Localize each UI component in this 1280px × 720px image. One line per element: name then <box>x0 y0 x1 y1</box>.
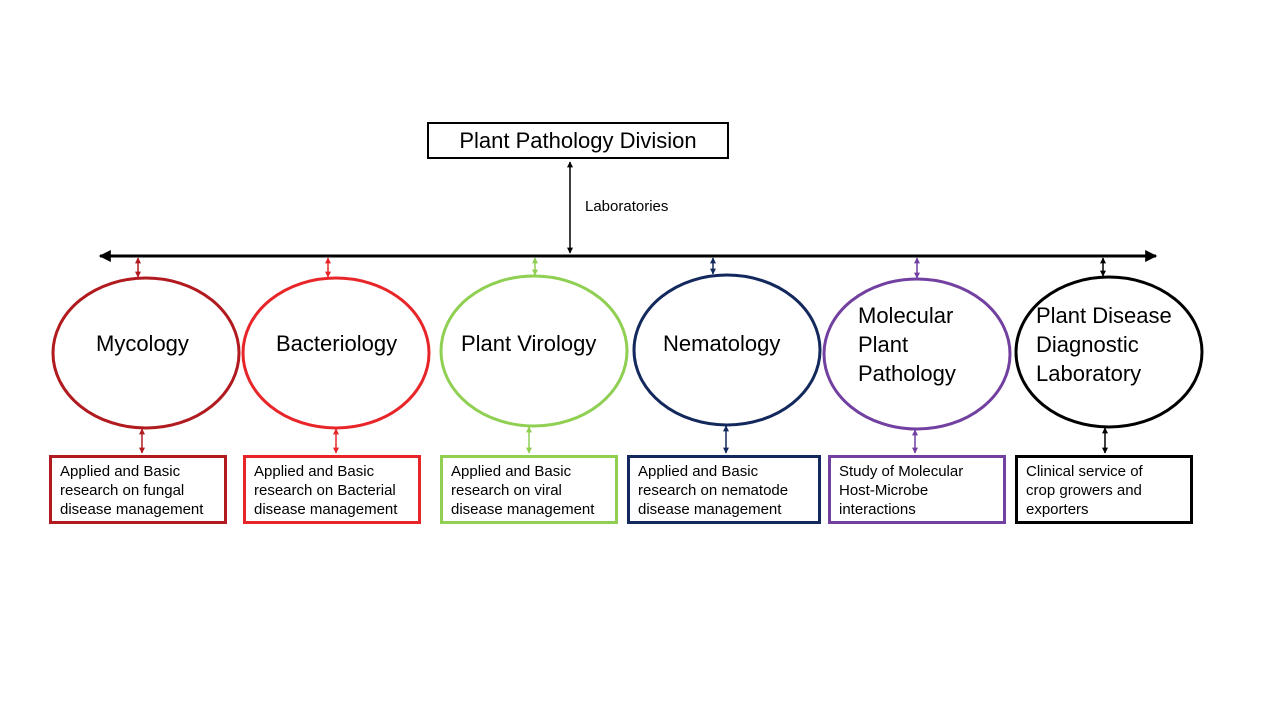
lab-name-line: Diagnostic <box>1036 332 1139 357</box>
lab-description-line: interactions <box>839 501 916 518</box>
lab-name: Bacteriology <box>276 329 397 358</box>
lab-name: Mycology <box>96 329 189 358</box>
lab-name: Nematology <box>663 329 780 358</box>
lab-description-line: Study of Molecular <box>839 463 964 480</box>
lab-description-line: Host-Microbe <box>839 482 929 499</box>
lab-ellipse <box>439 274 629 428</box>
lab-name-line: Bacteriology <box>276 331 398 356</box>
lab-description-line: crop growers and <box>1026 482 1142 499</box>
lab-description-box: Applied and Basic research on viral diseas… <box>440 455 618 524</box>
lab-description-line: research on Bacterial <box>254 482 396 499</box>
lab-name-line: Laboratory <box>1036 361 1142 386</box>
lab-description-line: research on viral <box>451 482 562 499</box>
lab-name-line: Molecular <box>858 303 954 328</box>
division-title-box: Plant Pathology Division <box>427 122 729 159</box>
lab-description-box: Applied and Basic research on fungal disea… <box>49 455 227 524</box>
lab-description-line: disease management <box>451 501 595 518</box>
lab-ellipse <box>822 277 1012 431</box>
lab-ellipse <box>51 276 241 430</box>
lab-description-box: Clinical service of crop growers and expor… <box>1015 455 1193 524</box>
lab-description-line: research on fungal <box>60 482 185 499</box>
lab-ellipse <box>632 273 822 427</box>
lab-name-line: Pathology <box>858 361 956 386</box>
lab-description-line: disease management <box>254 501 398 518</box>
lab-description-line: Applied and Basic <box>638 463 759 480</box>
lab-description-box: Applied and Basic research on nematode dis… <box>627 455 821 524</box>
lab-description-line: Applied and Basic <box>254 463 375 480</box>
lab-name-line: Mycology <box>96 331 189 356</box>
lab-ellipse <box>1014 275 1204 429</box>
lab-description-line: exporters <box>1026 501 1089 518</box>
lab-name-line: Nematology <box>663 331 781 356</box>
lab-name-line: Plant Virology <box>461 331 597 356</box>
laboratories-label: Laboratories <box>585 198 669 215</box>
lab-description-line: Clinical service of <box>1026 463 1143 480</box>
division-title: Plant Pathology Division <box>459 127 697 153</box>
lab-name-line: Plant Disease <box>1036 303 1172 328</box>
lab-description-line: Applied and Basic <box>60 463 181 480</box>
lab-description-line: disease management <box>638 501 782 518</box>
lab-description-line: disease management <box>60 501 204 518</box>
lab-description-line: research on nematode <box>638 482 789 499</box>
lab-name-line: Plant <box>858 332 909 357</box>
lab-ellipse <box>241 276 431 430</box>
lab-name: Plant Virology <box>461 329 596 358</box>
lab-description-box: Applied and Basic research on Bacterial di… <box>243 455 421 524</box>
lab-description-line: Applied and Basic <box>451 463 572 480</box>
